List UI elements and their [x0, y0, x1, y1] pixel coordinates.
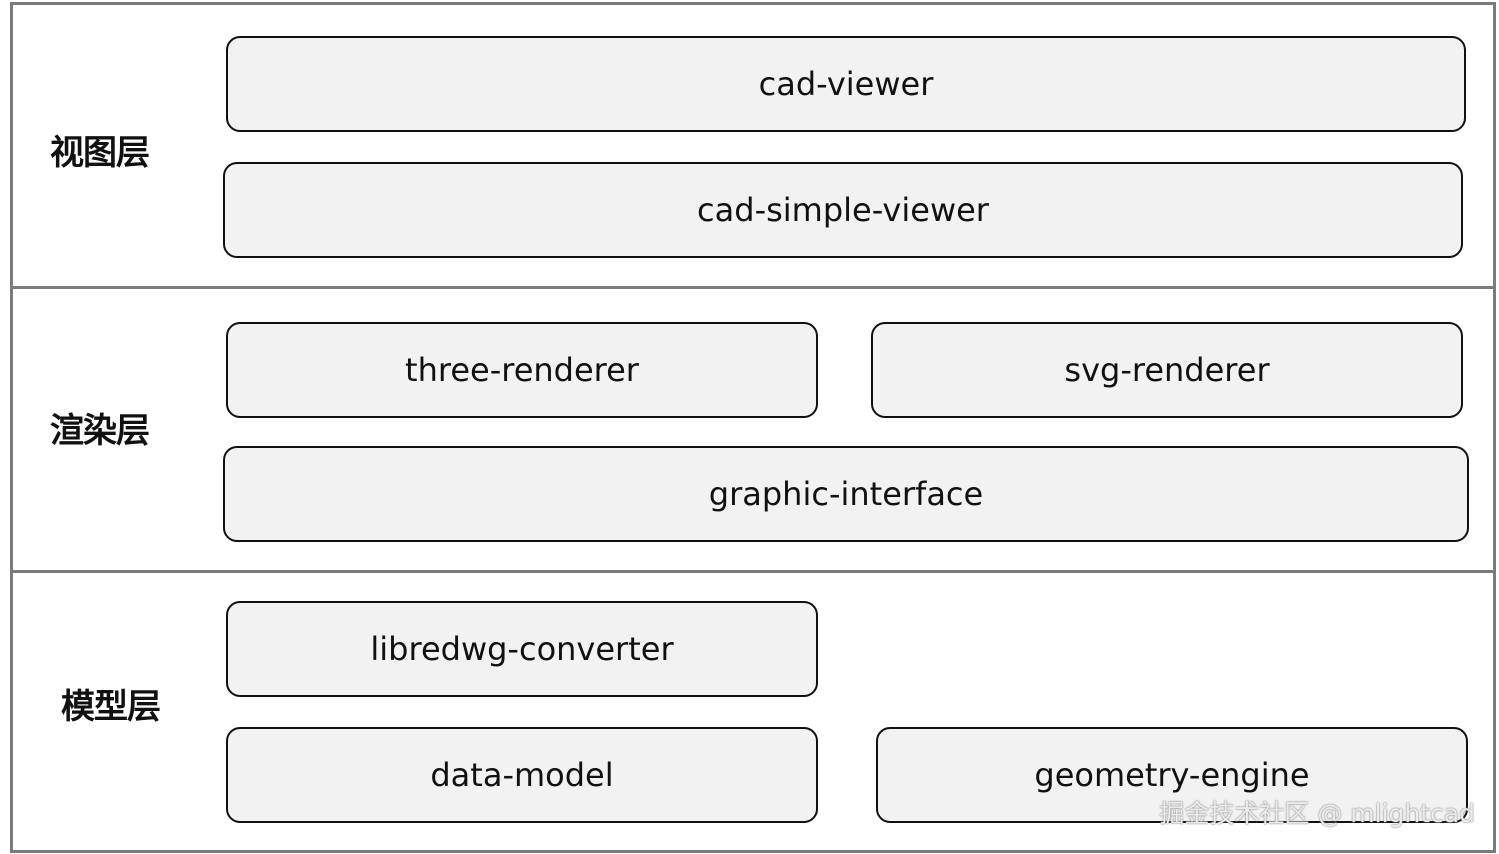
module-graphic-interface: graphic-interface: [223, 446, 1469, 542]
module-data-model: data-model: [226, 727, 818, 823]
module-three-renderer: three-renderer: [226, 322, 818, 418]
module-libredwg-converter: libredwg-converter: [226, 601, 818, 697]
render-layer: 渲染层 three-renderer svg-renderer graphic-…: [10, 286, 1496, 573]
module-cad-simple-viewer: cad-simple-viewer: [223, 162, 1463, 258]
model-layer-title: 模型层: [61, 687, 161, 727]
module-cad-viewer: cad-viewer: [226, 36, 1466, 132]
module-svg-renderer: svg-renderer: [871, 322, 1463, 418]
view-layer-title: 视图层: [50, 133, 150, 173]
view-layer: 视图层 cad-viewer cad-simple-viewer: [10, 2, 1496, 289]
model-layer: 模型层 libredwg-converter data-model geomet…: [10, 570, 1496, 853]
render-layer-title: 渲染层: [50, 411, 150, 451]
module-geometry-engine: geometry-engine: [876, 727, 1468, 823]
watermark: 掘金技术社区 @ mlightcad: [1159, 799, 1475, 828]
